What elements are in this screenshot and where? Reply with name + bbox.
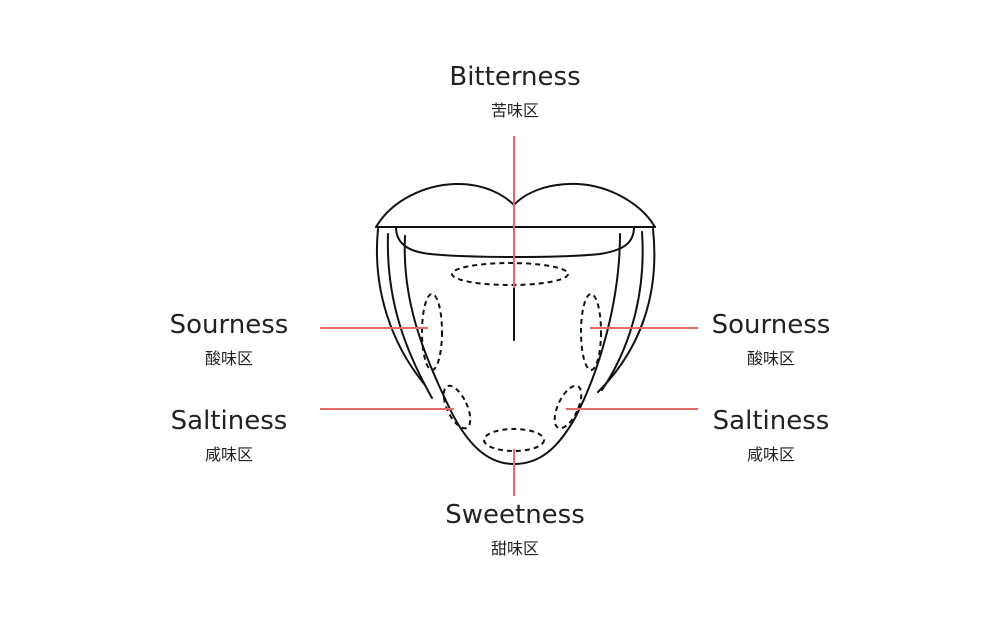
label-saltiness-right-en: Saltiness	[713, 406, 830, 436]
label-sourness-right: Sourness 酸味区	[712, 310, 831, 368]
label-bitterness-zh: 苦味区	[491, 101, 539, 120]
label-sweetness-zh: 甜味区	[491, 539, 539, 558]
salt-right-zone-outline	[553, 384, 583, 430]
zone-labels: Bitterness 苦味区 Sourness 酸味区 Sourness 酸味区…	[170, 62, 831, 558]
label-sourness-left-zh: 酸味区	[205, 349, 253, 368]
upper-lip	[375, 182, 656, 228]
label-sweetness-en: Sweetness	[445, 500, 585, 530]
label-sourness-left: Sourness 酸味区	[170, 310, 289, 368]
label-bitterness-en: Bitterness	[449, 62, 580, 92]
left-cheek	[375, 228, 426, 386]
sweet-zone-outline	[483, 428, 545, 452]
tongue-left-contour	[386, 233, 433, 399]
tongue-illustration	[375, 182, 656, 465]
tongue-right-contour	[601, 231, 644, 391]
salt-left-zone-outline	[442, 384, 472, 430]
label-saltiness-right-zh: 咸味区	[747, 445, 795, 464]
label-saltiness-left-zh: 咸味区	[205, 445, 253, 464]
sour-right-zone-outline	[580, 293, 602, 371]
label-sourness-left-en: Sourness	[170, 310, 289, 340]
label-saltiness-left: Saltiness 咸味区	[171, 406, 288, 464]
label-sweetness: Sweetness 甜味区	[445, 500, 585, 558]
label-sourness-right-zh: 酸味区	[747, 349, 795, 368]
sour-left-zone-outline	[421, 293, 443, 371]
label-saltiness-left-en: Saltiness	[171, 406, 288, 436]
label-saltiness-right: Saltiness 咸味区	[713, 406, 830, 464]
label-sourness-right-en: Sourness	[712, 310, 831, 340]
label-bitterness: Bitterness 苦味区	[449, 62, 580, 120]
right-cheek	[597, 228, 656, 393]
pointer-lines	[320, 136, 698, 496]
bitter-zone-outline	[451, 262, 569, 286]
